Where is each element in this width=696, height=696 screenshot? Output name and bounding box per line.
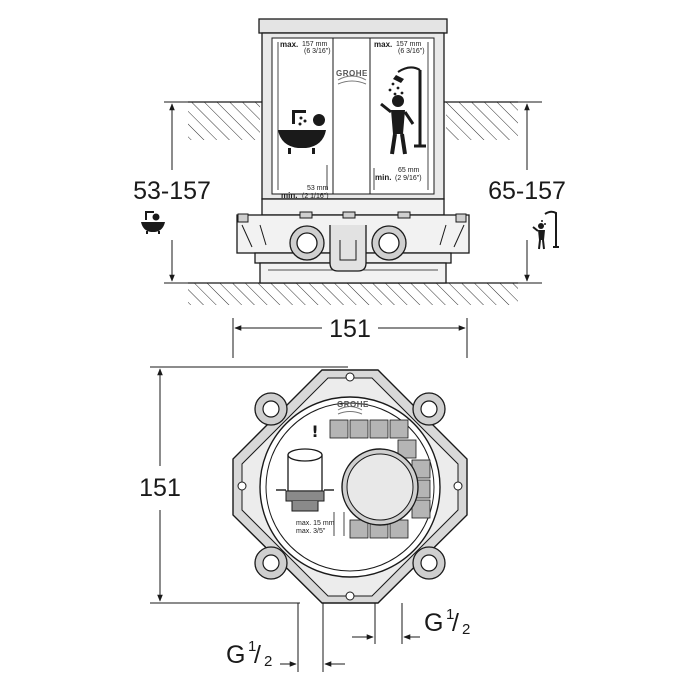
- fraction-slash-left: /: [254, 641, 261, 669]
- height-dimension-left: [164, 101, 190, 284]
- max-left-mm: 157 mm: [302, 41, 327, 48]
- width-value: 151: [329, 315, 371, 343]
- connector-dimension-right: [352, 603, 420, 644]
- connector-g-left: G: [226, 641, 245, 669]
- height-value: 151: [139, 474, 181, 502]
- cartridge-insert: [276, 448, 334, 512]
- back-wall: [188, 282, 518, 305]
- top-view: 151 151: [139, 315, 470, 672]
- max-left-in: (6 3/16"): [304, 48, 331, 55]
- max-left-label: max.: [280, 40, 298, 49]
- min-left-mm: 53 mm: [307, 185, 329, 192]
- bath-small-icon: [141, 211, 165, 234]
- shower-small-icon: [532, 210, 559, 250]
- fraction-slash-right: /: [452, 609, 459, 637]
- max-right-in: (6 3/16"): [398, 48, 425, 55]
- min-left-in: (2 1/16"): [302, 193, 329, 200]
- width-dimension: [232, 318, 468, 358]
- side-view: max. 157 mm (6 3/16") max. 157 mm (6 3/1…: [133, 18, 566, 305]
- mounting-body: [236, 198, 470, 284]
- warning-icon: !: [311, 422, 318, 441]
- max-right-mm: 157 mm: [396, 41, 421, 48]
- connector-num-left: 1: [248, 638, 256, 655]
- min-right-label: min.: [375, 173, 391, 182]
- shower-icon: [380, 66, 426, 155]
- connector-dimension-left: [280, 603, 345, 672]
- min-right-mm: 65 mm: [398, 167, 420, 174]
- top-brand-text: GROHE: [337, 400, 369, 409]
- connector-g-right: G: [424, 609, 443, 637]
- tile-grid: [329, 419, 431, 539]
- wall-surface: [188, 101, 518, 140]
- connector-num-right: 1: [446, 606, 454, 623]
- brand-logo: GROHE: [336, 69, 368, 85]
- height-dimension: [150, 366, 348, 604]
- connector-den-right: 2: [462, 621, 470, 638]
- max-right-label: max.: [374, 40, 392, 49]
- mounting-plate: ! max. 15 mm max. 3/5" GROHE: [232, 369, 468, 604]
- dim-left-value: 53-157: [133, 177, 211, 205]
- min-left-label: min.: [281, 191, 297, 200]
- brand-text: GROHE: [336, 69, 368, 78]
- bath-icon: [278, 110, 326, 154]
- depth-note-1: max. 15 mm: [296, 520, 335, 527]
- min-right-in: (2 9/16"): [395, 175, 422, 182]
- height-dimension-right: [516, 101, 542, 284]
- depth-note-2: max. 3/5": [296, 528, 326, 535]
- dim-right-value: 65-157: [488, 177, 566, 205]
- connector-den-left: 2: [264, 653, 272, 670]
